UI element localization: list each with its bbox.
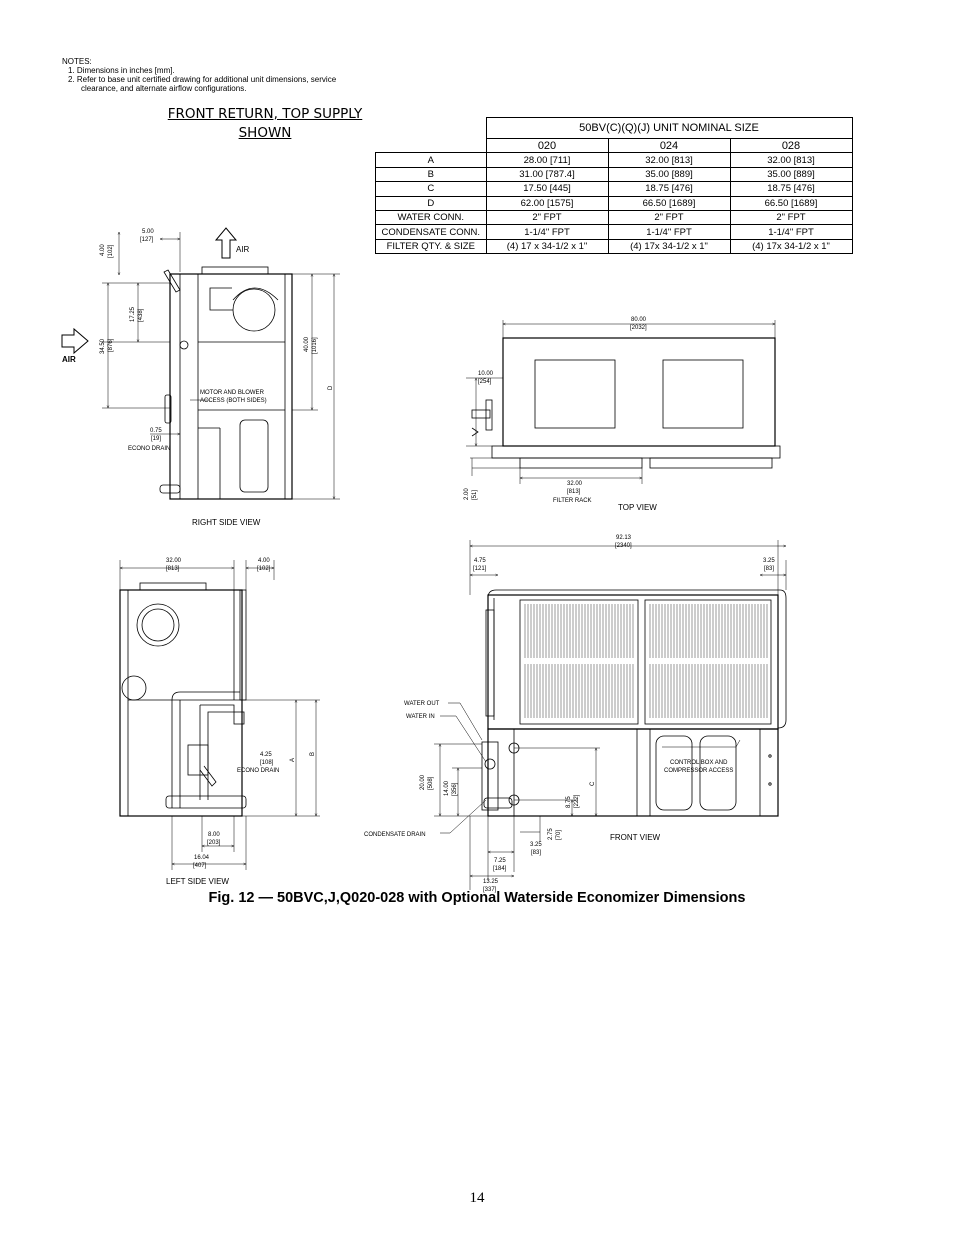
dim: [102] (108, 244, 114, 258)
table-row: A 28.00 [711] 32.00 [813] 32.00 [813] (375, 152, 853, 168)
dim: 4.00 (100, 244, 106, 256)
dim: [1016] (312, 337, 318, 354)
right-side-view-title: RIGHT SIDE VIEW (192, 518, 261, 527)
dim: 10.00 (478, 371, 494, 377)
table-row: CONDENSATE CONN. 1-1/4" FPT 1-1/4" FPT 1… (375, 224, 853, 240)
banner-line-2: SHOWN (238, 125, 292, 141)
dim: [508] (428, 776, 434, 790)
table-row: C 17.50 [445] 18.75 [476] 18.75 [476] (375, 181, 853, 197)
page-number: 14 (469, 1190, 485, 1206)
notes-heading: NOTES: (62, 57, 92, 66)
unit-size-table: 50BV(C)(Q)(J) UNIT NOMINAL SIZE 020 024 … (375, 117, 853, 255)
dim: 4.00 (258, 558, 270, 564)
dim: [184] (493, 866, 507, 872)
dim: 92.13 (616, 535, 632, 541)
dim: [108] (260, 760, 274, 766)
air-top-label: AIR (236, 245, 250, 254)
notes: NOTES: 1. Dimensions in inches [mm]. 2. … (62, 57, 336, 93)
dim: [813] (166, 566, 180, 572)
dim: [203] (207, 840, 221, 846)
dim: A (290, 758, 296, 762)
dim: B (310, 752, 316, 756)
dim: 3.25 (763, 558, 775, 564)
dim: [83] (531, 850, 541, 856)
left-side-view (119, 560, 320, 870)
dim: 40.00 (304, 336, 310, 352)
dim: 14.00 (444, 780, 450, 796)
control-box-label-2: COMPRESSOR ACCESS (664, 768, 733, 774)
econo-drain-label-left: ECONO DRAIN (237, 768, 279, 774)
dim: 32.00 (166, 558, 182, 564)
dim: [438] (138, 308, 144, 322)
dim: 5.00 (142, 229, 154, 235)
dim: 17.25 (130, 306, 136, 322)
dim: 0.75 (150, 428, 162, 434)
dim: 3.25 (530, 842, 542, 848)
water-out-label: WATER OUT (404, 701, 440, 707)
front-view (434, 540, 786, 890)
condensate-drain-label: CONDENSATE DRAIN (364, 832, 426, 838)
table-row: D 62.00 [1575] 66.50 [1689] 66.50 [1689] (375, 195, 853, 211)
configuration-banner: FRONT RETURN, TOP SUPPLY SHOWN (140, 105, 390, 143)
dim: 2.75 (548, 828, 554, 840)
dim: [407] (193, 863, 207, 869)
dim: [2032] (630, 325, 647, 331)
dim: 4.75 (474, 558, 486, 564)
dim: 80.00 (631, 317, 647, 323)
dim: [813] (567, 489, 581, 495)
dim: [121] (473, 566, 487, 572)
motor-note-2: ACCESS (BOTH SIDES) (200, 398, 267, 404)
note-2-cont: clearance, and alternate airflow configu… (81, 84, 247, 93)
dim: [2340] (615, 543, 632, 549)
size-028: 028 (729, 137, 853, 154)
table-row: FILTER QTY. & SIZE (4) 17 x 34-1/2 x 1" … (375, 238, 853, 255)
econo-drain-label: ECONO DRAIN (128, 446, 170, 452)
dim: 34.50 (100, 338, 106, 354)
dim: [51] (472, 490, 478, 500)
front-view-title: FRONT VIEW (610, 833, 661, 842)
dim: 2.00 (464, 488, 470, 500)
motor-note-1: MOTOR AND BLOWER (200, 390, 265, 396)
air-side-label: AIR (62, 355, 76, 364)
left-side-view-title: LEFT SIDE VIEW (166, 877, 229, 886)
air-right-arrow-icon (61, 327, 89, 355)
dim: 32.00 (567, 481, 583, 487)
dim: 13.25 (483, 879, 499, 885)
air-up-arrow-icon (214, 227, 238, 259)
dim: 20.00 (420, 774, 426, 790)
dim: 8.00 (208, 832, 220, 838)
right-side-view (61, 227, 340, 500)
dim: [83] (764, 566, 774, 572)
note-2: 2. Refer to base unit certified drawing … (68, 75, 337, 84)
top-view-title: TOP VIEW (618, 503, 657, 512)
dim: [254] (478, 379, 492, 385)
water-in-label: WATER IN (406, 714, 435, 720)
top-view (466, 320, 781, 484)
dim: [127] (140, 237, 154, 243)
banner-line-1: FRONT RETURN, TOP SUPPLY (167, 106, 363, 122)
dim: 8.75 (566, 796, 572, 808)
dim: [876] (108, 338, 114, 352)
dim: 16.04 (194, 855, 210, 861)
dim: [337] (483, 887, 497, 893)
dim: [70] (556, 830, 562, 840)
dim: D (328, 385, 334, 390)
dim: [222] (574, 794, 580, 808)
note-1: 1. Dimensions in inches [mm]. (68, 66, 175, 75)
dim: [102] (257, 566, 271, 572)
filter-rack-label: FILTER RACK (553, 498, 592, 504)
dim: [19] (151, 436, 161, 442)
dim: 7.25 (494, 858, 506, 864)
dim: [356] (452, 782, 458, 796)
dim: 4.25 (260, 752, 272, 758)
figure-caption: Fig. 12 — 50BVC,J,Q020-028 with Optional… (208, 890, 746, 906)
control-box-label-1: CONTROL BOX AND (670, 760, 728, 766)
dim: C (590, 781, 596, 786)
